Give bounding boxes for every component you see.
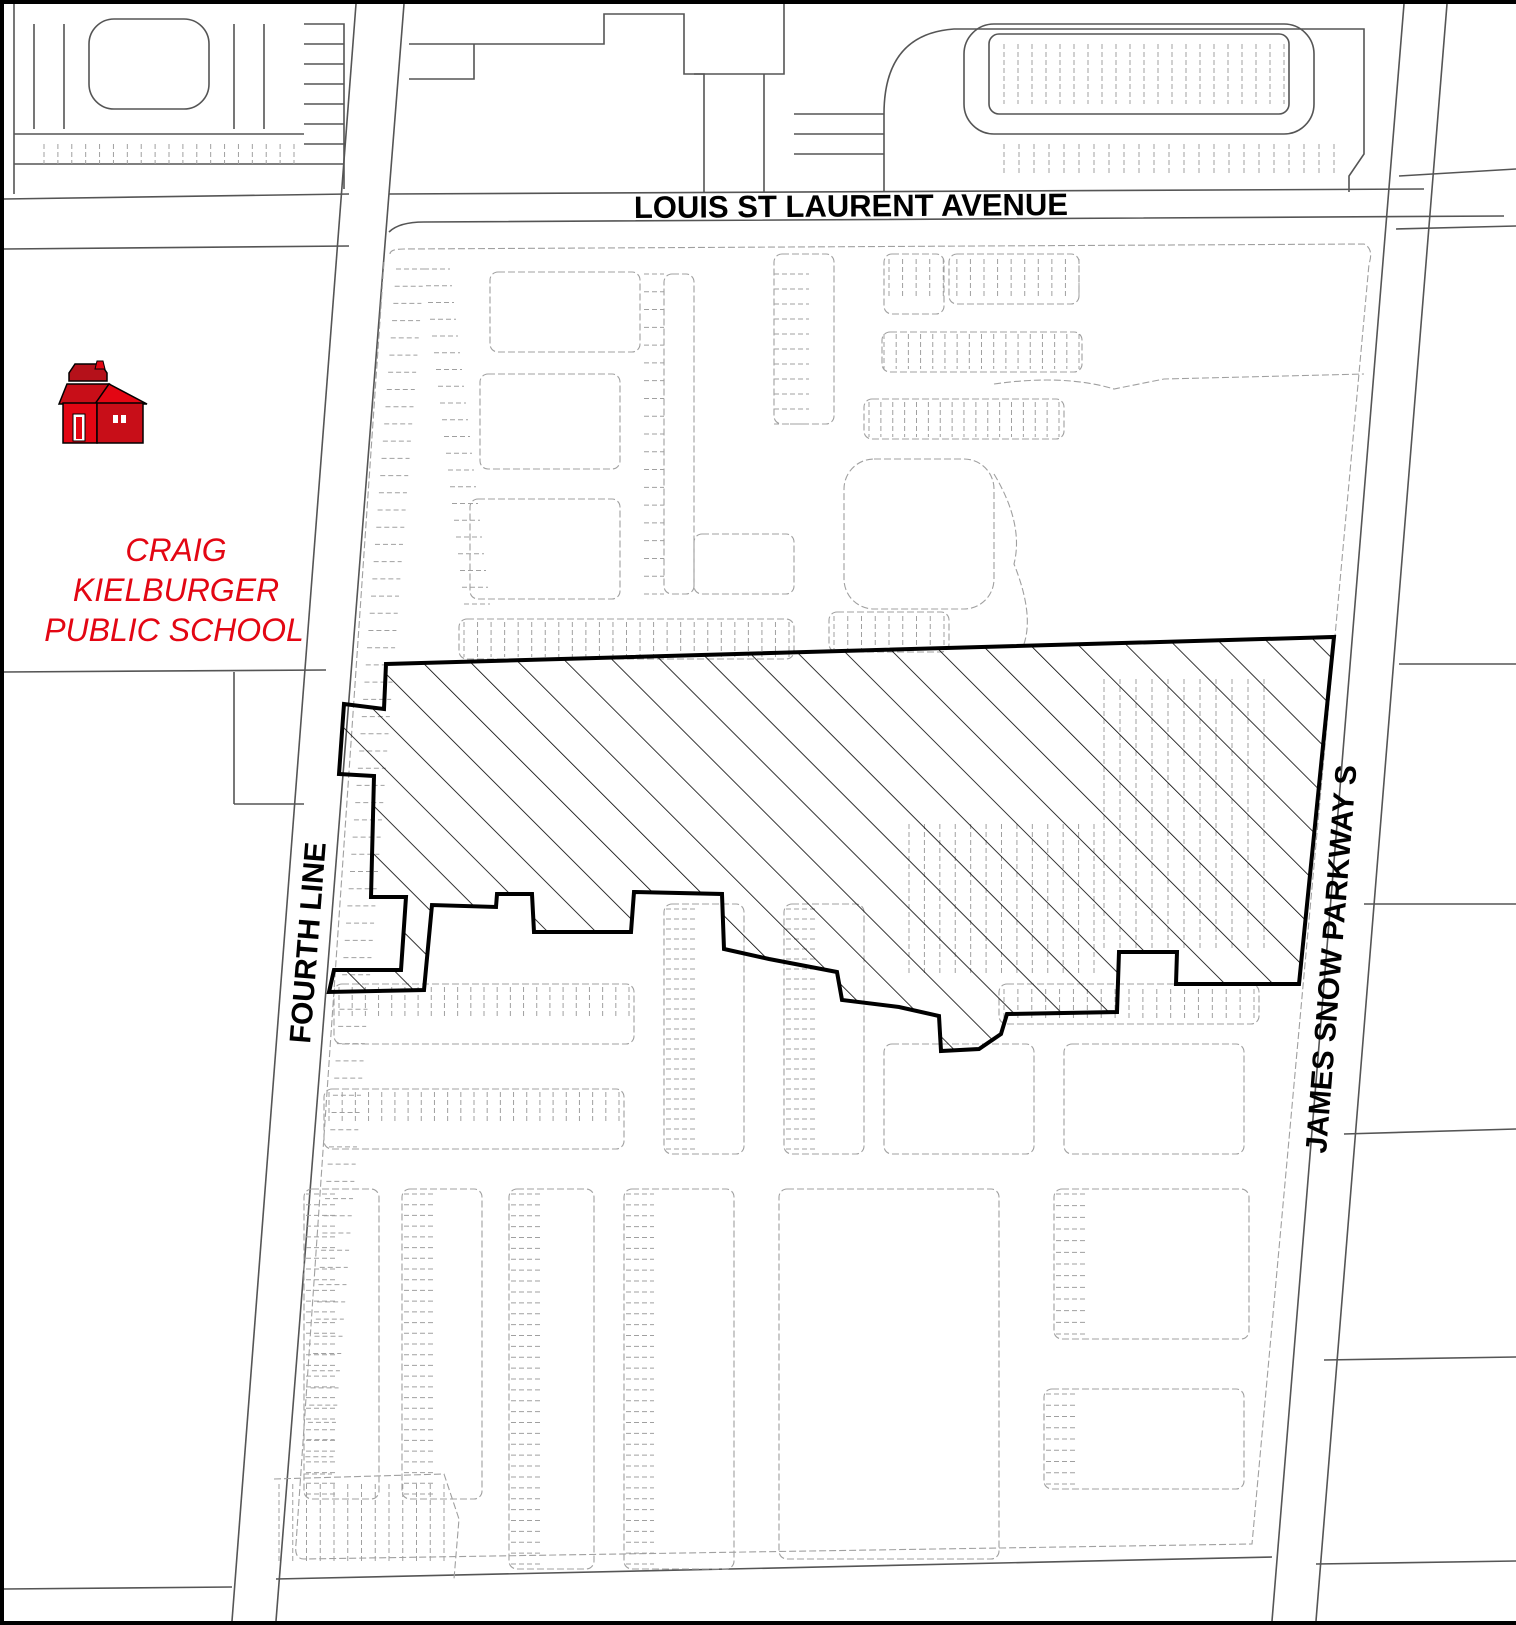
lot-fabric (273, 243, 1372, 1580)
school-name-line2: KIELBURGER (73, 572, 279, 608)
subject-lands-hatch (326, 634, 1337, 1054)
school-name-line3: PUBLIC SCHOOL (44, 612, 304, 648)
school-name-line1: CRAIG (125, 532, 226, 568)
fourth-line-label: FOURTH LINE (284, 841, 333, 1045)
louis-st-laurent-label: LOUIS ST LAURENT AVENUE (634, 187, 1068, 225)
map-canvas: LOUIS ST LAURENT AVENUE FOURTH LINE JAME… (4, 4, 1516, 1621)
schoolhouse-icon (57, 360, 148, 444)
